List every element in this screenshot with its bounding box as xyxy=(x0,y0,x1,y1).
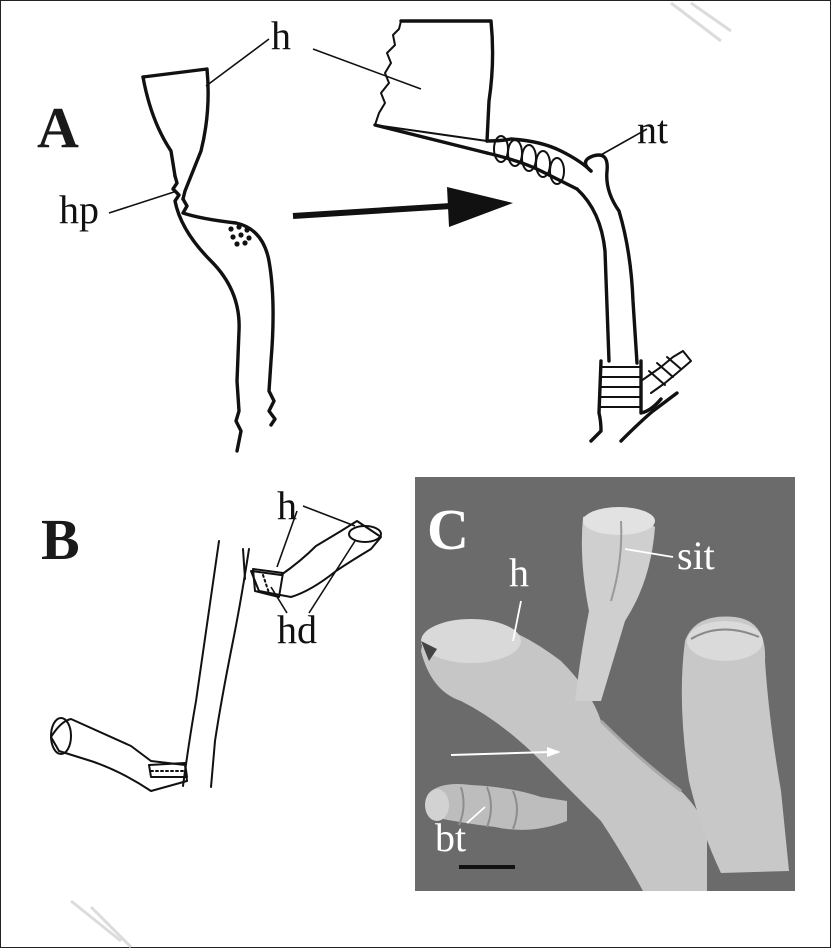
panel-c-letter: C xyxy=(427,497,469,562)
panel-c: C h sit bt xyxy=(415,477,795,891)
label-h: h xyxy=(271,13,291,58)
panel-b-letter: B xyxy=(41,507,80,572)
panel-a: A xyxy=(37,13,691,451)
label-sit: sit xyxy=(677,533,715,578)
transition-arrow xyxy=(293,187,513,227)
watermark-bottom xyxy=(71,901,131,947)
leader-h-right xyxy=(313,49,421,89)
watermark-top xyxy=(671,3,731,41)
pore-dots xyxy=(228,224,251,246)
panel-b: B h hd xyxy=(41,483,381,791)
label-hd: hd xyxy=(277,607,317,652)
panel-a-tube-after xyxy=(375,21,691,441)
panel-a-letter: A xyxy=(37,95,79,160)
label-nt: nt xyxy=(637,107,668,152)
leader-hd2 xyxy=(309,541,355,613)
panel-b-colony-drawing xyxy=(51,521,381,791)
panel-a-tube-before xyxy=(143,69,275,451)
leader-h-left xyxy=(206,39,269,86)
ring-segments-lower xyxy=(601,367,641,407)
label-c-h: h xyxy=(509,550,529,595)
leader-b-h2 xyxy=(303,506,355,526)
label-bt: bt xyxy=(435,815,466,860)
leader-hp xyxy=(109,191,177,213)
label-hp: hp xyxy=(59,187,99,232)
